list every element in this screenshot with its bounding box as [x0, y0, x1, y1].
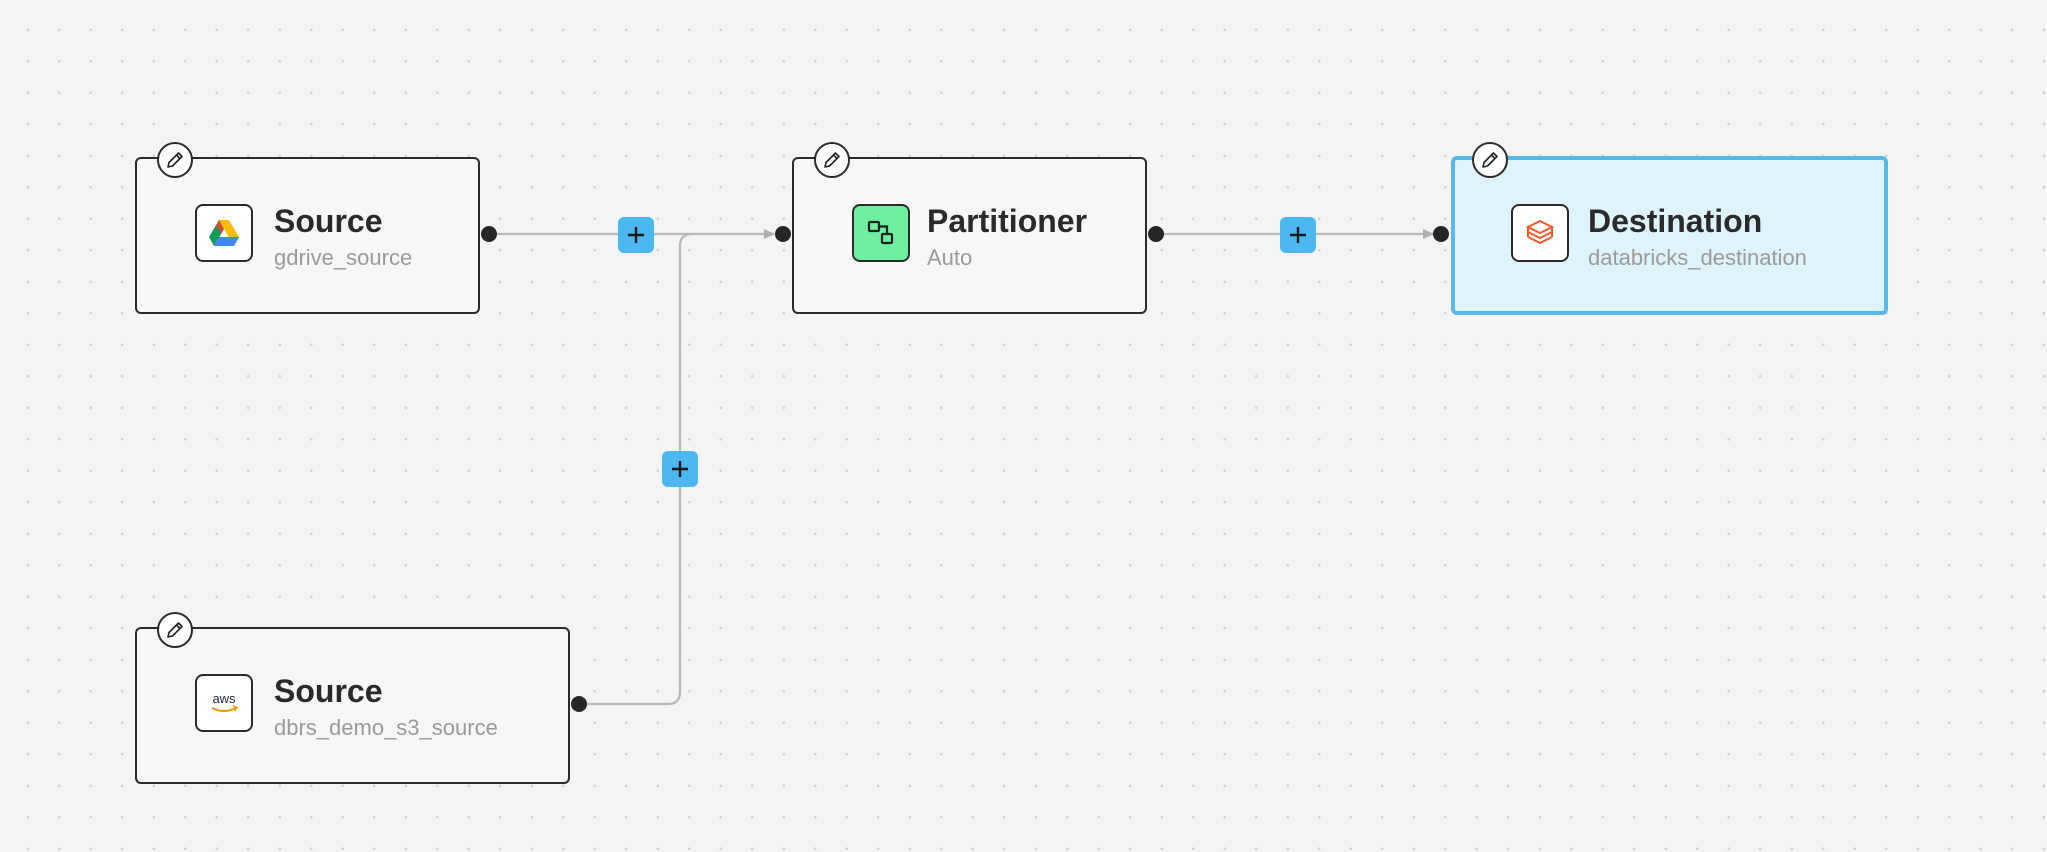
add-step-button[interactable]: [662, 451, 698, 487]
node-subtitle: Auto: [927, 245, 973, 270]
pencil-icon: [1482, 152, 1498, 168]
input-port-partitioner[interactable]: [775, 226, 791, 242]
aws-icon: aws: [195, 674, 253, 732]
node-subtitle: gdrive_source: [274, 245, 413, 270]
node-title: Destination: [1588, 203, 1763, 239]
pencil-icon: [824, 152, 840, 168]
add-step-button[interactable]: [618, 217, 654, 253]
source-node-gdrive[interactable]: Source gdrive_source: [135, 157, 480, 314]
node-title: Partitioner: [927, 203, 1088, 239]
plus-icon: [1290, 227, 1306, 243]
add-step-button[interactable]: [1280, 217, 1316, 253]
edit-partitioner-button[interactable]: [814, 142, 850, 178]
plus-icon: [628, 227, 644, 243]
plus-icon: [672, 461, 688, 477]
pencil-icon: [167, 152, 183, 168]
node-title: Source: [274, 673, 383, 709]
edit-destination-button[interactable]: [1472, 142, 1508, 178]
edit-s3-source-button[interactable]: [157, 612, 193, 648]
output-port-gdrive[interactable]: [481, 226, 497, 242]
partitioner-node[interactable]: Partitioner Auto: [792, 157, 1147, 314]
node-subtitle: dbrs_demo_s3_source: [274, 715, 498, 740]
destination-node[interactable]: Destination databricks_destination: [1451, 156, 1888, 315]
google-drive-icon: [195, 204, 253, 262]
output-port-s3[interactable]: [571, 696, 587, 712]
partitioner-icon: [852, 204, 910, 262]
edit-gdrive-source-button[interactable]: [157, 142, 193, 178]
node-subtitle: databricks_destination: [1588, 245, 1807, 270]
aws-logo-text: aws: [212, 691, 236, 706]
input-port-destination[interactable]: [1433, 226, 1449, 242]
source-node-s3[interactable]: aws Source dbrs_demo_s3_source: [135, 627, 570, 784]
pencil-icon: [167, 622, 183, 638]
databricks-icon: [1511, 204, 1569, 262]
node-title: Source: [274, 203, 383, 239]
output-port-partitioner[interactable]: [1148, 226, 1164, 242]
